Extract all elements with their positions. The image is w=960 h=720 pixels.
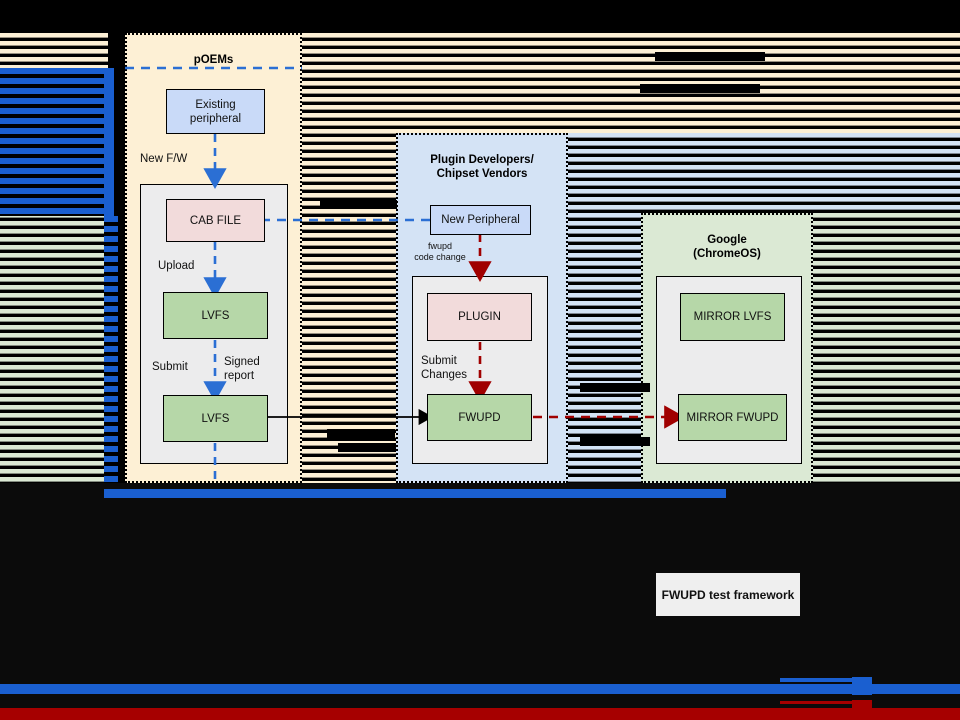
node-lvfs-submit[interactable]: LVFS [163,395,268,442]
node-cab-file[interactable]: CAB FILE [166,199,265,242]
lane-plugin-developers-title: Plugin Developers/ Chipset Vendors [430,154,534,180]
node-lvfs-upload[interactable]: LVFS [163,292,268,339]
node-plugin[interactable]: PLUGIN [427,293,532,341]
node-mirror-fwupd[interactable]: MIRROR FWUPD [678,394,787,441]
node-new-peripheral[interactable]: New Peripheral [430,205,531,235]
edge-label-fwupd-code-change: fwupd code change [414,241,466,262]
edge-label-submit: Submit [152,361,188,373]
edge-label-signed-report: Signed report [224,356,260,382]
lane-google-chromeos-title: Google (ChromeOS) [693,234,761,260]
edge-label-new-fw: New F/W [140,153,188,165]
edge-label-submit-changes: Submit Changes [421,355,468,381]
node-existing-peripheral[interactable]: Existing peripheral [166,89,265,134]
edge-label-upload: Upload [158,260,195,272]
node-fwupd[interactable]: FWUPD [427,394,532,441]
node-mirror-lvfs[interactable]: MIRROR LVFS [680,293,785,341]
node-fwupd-test-framework-front[interactable]: FWUPD test framework [656,573,800,616]
lane-poems-title: pOEMs [193,54,234,66]
